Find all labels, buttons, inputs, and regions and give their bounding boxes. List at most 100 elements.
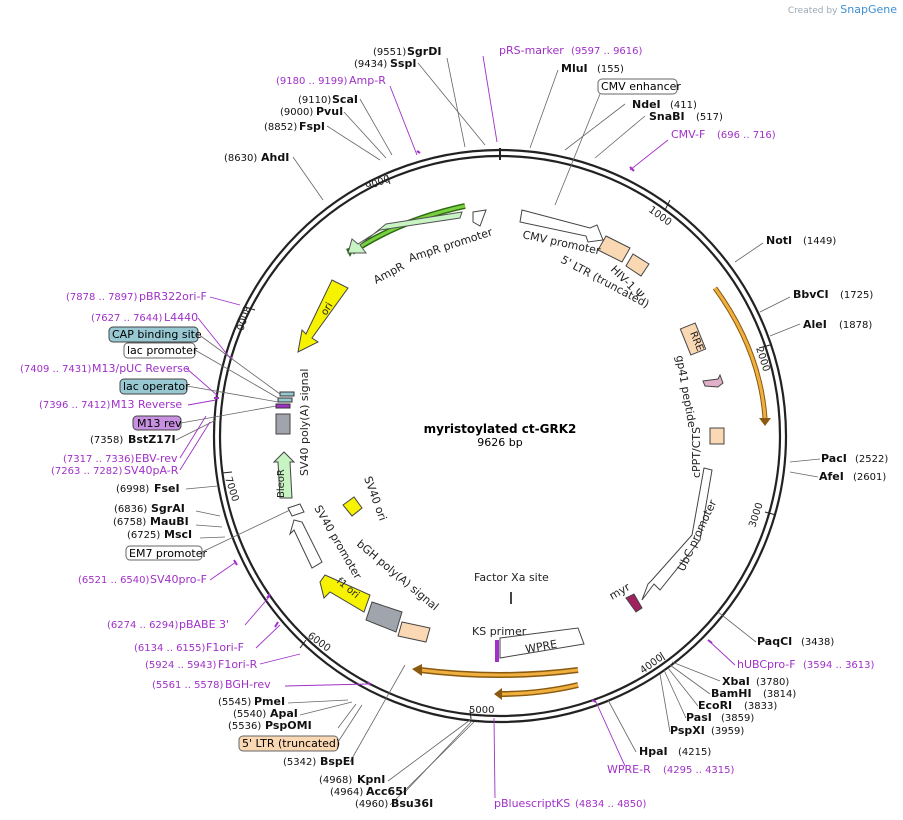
plasmid-name: myristoylated ct-GRK2 (424, 422, 577, 436)
enzyme-noti-pos: (1449) (803, 236, 836, 247)
label-m13-rev: M13 rev (137, 417, 182, 430)
primer-wpre-r: WPRE-R (607, 763, 651, 776)
primer-m13-puc-reverse: M13/pUC Reverse (92, 362, 190, 375)
primer-l4440: L4440 (164, 311, 198, 324)
box-lac-operator (119, 378, 188, 395)
enzyme-pspxi-pos: (3959) (711, 726, 744, 737)
primer-m13-reverse: M13 Reverse (111, 398, 182, 411)
rre-feature (679, 322, 707, 356)
enzyme-bspei-pos: (5342) (283, 757, 316, 768)
enzyme-bbvci-pos: (1725) (840, 290, 873, 301)
primer-f1ori-r: F1ori-R (218, 658, 258, 671)
ks-primer-feature (495, 640, 499, 662)
label-sv40-promoter: SV40 promoter (311, 503, 364, 582)
label-cppt: cPPT/CTS (690, 427, 703, 478)
ubc-promoter-feature (641, 467, 713, 601)
enzyme-paqci: PaqCI (757, 635, 792, 648)
primer-l4440-range: (7627 .. 7644) (91, 313, 163, 324)
label-lac-promoter: lac promoter (127, 344, 198, 357)
enzyme-sspi-pos: (9434) (354, 59, 387, 70)
enzyme-snabi: SnaBI (649, 110, 685, 123)
primer-ebv-rev-range: (7317 .. 7336) (63, 454, 135, 465)
cppt-feature (709, 427, 725, 445)
enzyme-apai: ApaI (270, 707, 298, 720)
orange-feature-arc-1 (713, 287, 767, 419)
primer-sv40pro-f-range: (6521 .. 6540) (78, 575, 150, 586)
box-em7-promoter (125, 545, 203, 561)
enzyme-pvui: PvuI (316, 105, 343, 118)
enzyme-mlui: MluI (561, 62, 588, 75)
primer-pbabe3: pBABE 3' (179, 618, 229, 631)
enzyme-sspi: SspI (390, 57, 416, 70)
label-wpre: WPRE (524, 638, 558, 656)
enzyme-fspi: FspI (299, 120, 325, 133)
primer-leaders (179, 55, 736, 799)
label-lac-operator: lac operator (123, 380, 190, 393)
enzyme-ecori: EcoRI (698, 699, 732, 712)
enzyme-maubi-pos: (6758) (113, 517, 146, 528)
enzyme-msci-pos: (6725) (127, 530, 160, 541)
snapgene-brand: Created by SnapGene (787, 3, 897, 16)
enzyme-xbai: XbaI (722, 675, 750, 688)
enzyme-paci: PacI (821, 452, 847, 465)
factor-xa-feature (510, 592, 512, 604)
enzyme-pspomi-pos: (5536) (228, 721, 261, 732)
primer-amp-r-range: (9180 .. 9199) (276, 76, 348, 87)
primer-f1ori-f-range: (6134 .. 6155) (134, 643, 206, 654)
primer-sv40pa-r: SV40pA-R (124, 464, 179, 477)
plasmid-length: 9626 bp (477, 436, 522, 449)
hiv-psi-feature (625, 253, 650, 277)
box-cmv-enhancer (597, 78, 678, 95)
enzyme-bstz17i-pos: (7358) (90, 435, 123, 446)
enzyme-ecori-pos: (3833) (744, 701, 777, 712)
tick-8000: 8000 (233, 304, 251, 332)
ori-feature (297, 279, 349, 353)
enzyme-hpai: HpaI (639, 745, 668, 758)
primer-f1ori-f: F1ori-F (206, 641, 244, 654)
enzyme-afei: AfeI (819, 470, 844, 483)
enzyme-kpni: KpnI (357, 773, 385, 786)
enzyme-snabi-pos: (517) (696, 112, 723, 123)
ampr-feature (347, 211, 463, 254)
primer-pbr322ori-f-range: (7878 .. 7897) (66, 292, 138, 303)
label-sv40-polya: SV40 poly(A) signal (298, 369, 311, 476)
enzyme-kpni-pos: (4968) (319, 775, 352, 786)
label-sv40-ori: SV40 ori (361, 475, 389, 523)
enzyme-scai: ScaI (332, 93, 358, 106)
enzyme-sgrdi: SgrDI (407, 45, 441, 58)
enzyme-hpai-pos: (4215) (678, 747, 711, 758)
primer-m13-reverse-range: (7396 .. 7412) (39, 400, 111, 411)
enzyme-fsei-pos: (6998) (116, 484, 149, 495)
primer-wpre-r-range: (4295 .. 4315) (663, 765, 735, 776)
tick-1000: 1000 (646, 205, 673, 229)
enzyme-sgrai: SgrAI (151, 502, 185, 515)
box-5ltr-truncated (238, 735, 339, 752)
bleor-feature (272, 451, 296, 499)
cap-feature (279, 391, 295, 397)
primer-pbluescriptks: pBluescriptKS (494, 797, 570, 810)
sv40-ori-feature (342, 496, 363, 517)
primer-cmv-f-range: (696 .. 716) (717, 130, 776, 141)
enzyme-xbai-pos: (3780) (756, 677, 789, 688)
enzyme-alei-pos: (1878) (839, 320, 872, 331)
f1-ori-feature (319, 574, 371, 613)
cmv-promoter-feature (519, 209, 604, 243)
label-cap-binding-site: CAP binding site (112, 328, 202, 341)
enzyme-bamhi-pos: (3814) (763, 689, 796, 700)
enzyme-pspomi: PspOMI (265, 719, 312, 732)
ampr-promoter-feature (472, 209, 487, 227)
enzyme-leaders (175, 57, 821, 806)
enzyme-maubi: MauBI (150, 515, 189, 528)
em7-feature (287, 503, 305, 517)
enzyme-ahdi-pos: (8630) (224, 153, 257, 164)
box-cap-binding-site (108, 326, 199, 343)
enzyme-acc65i-pos: (4964) (330, 787, 363, 798)
enzyme-acc65i: Acc65I (366, 785, 407, 798)
enzyme-apai-pos: (5540) (233, 709, 266, 720)
bgh-gray-feature (365, 601, 403, 633)
enzyme-pmei-pos: (5545) (218, 697, 251, 708)
bgh-polya-feature (397, 621, 431, 643)
label-5ltr-truncated: 5' LTR (truncated) (242, 737, 340, 750)
label-gp41: gp41 peptide (673, 354, 699, 429)
label-ampr-promoter: AmpR promoter (407, 225, 495, 265)
